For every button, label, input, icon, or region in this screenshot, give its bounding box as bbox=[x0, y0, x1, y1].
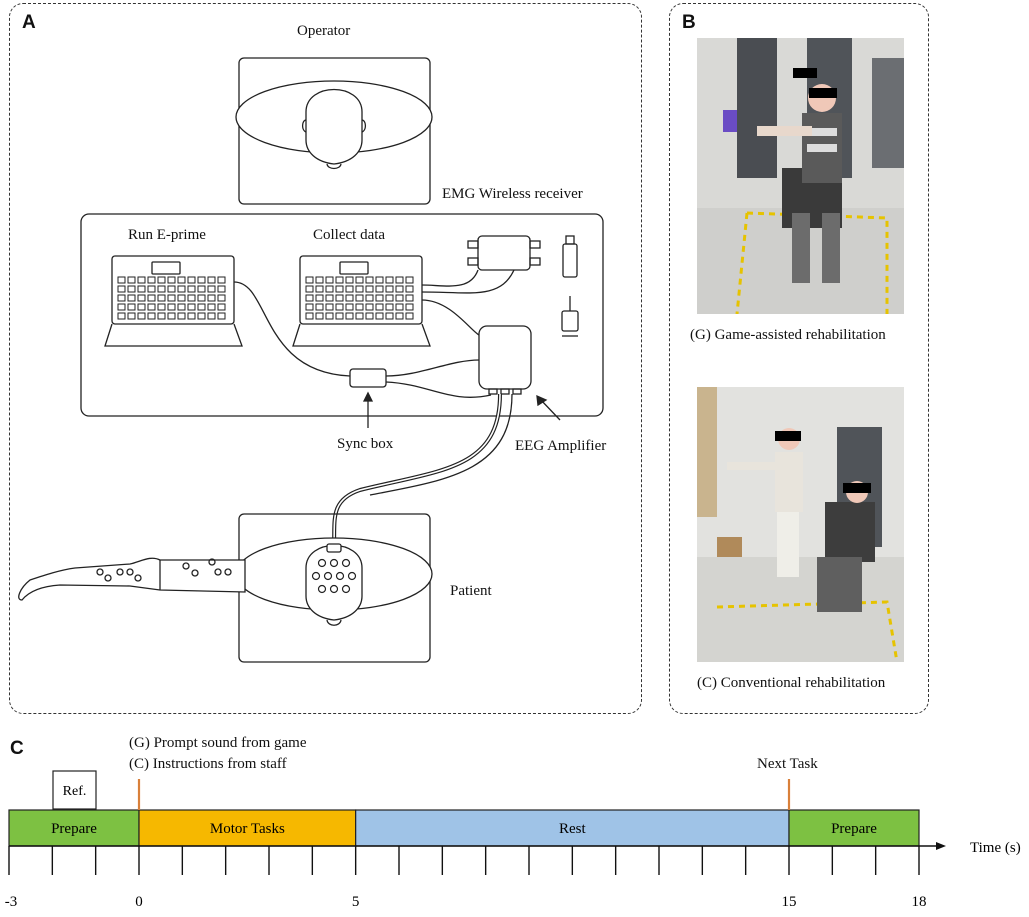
emg-electrodes bbox=[96, 558, 232, 582]
photo-game-assisted bbox=[697, 38, 904, 314]
tick-label: -3 bbox=[5, 894, 18, 910]
caption-conventional: (C) Conventional rehabilitation bbox=[697, 675, 886, 691]
panel-a-frame bbox=[9, 3, 642, 714]
patient-label: Patient bbox=[450, 583, 492, 599]
keyboard-collect-data bbox=[305, 276, 414, 320]
setup-diagram bbox=[18, 57, 604, 663]
tick-label: 15 bbox=[782, 894, 797, 910]
tick-label: 0 bbox=[135, 894, 143, 910]
patient-head bbox=[305, 545, 363, 621]
operator-label: Operator bbox=[297, 23, 351, 39]
panel-b-label: B bbox=[682, 12, 696, 33]
sync-box-label: Sync box bbox=[337, 436, 394, 452]
laptop-collect-data bbox=[292, 255, 431, 347]
emg-receiver bbox=[467, 235, 541, 271]
keyboard-run-eprime bbox=[117, 276, 226, 320]
segment-1 bbox=[138, 809, 357, 847]
segment-label-1: Motor Tasks bbox=[210, 821, 285, 837]
tick-label: 18 bbox=[912, 894, 927, 910]
laptop-run-eprime bbox=[104, 255, 243, 347]
timeline: Ref. Prepare Motor Tasks Rest Prepare -3 0 5 1… bbox=[5, 770, 1021, 910]
sync-box bbox=[349, 368, 387, 388]
collect-data-label: Collect data bbox=[313, 227, 386, 243]
eeg-amplifier-label: EEG Amplifier bbox=[515, 438, 607, 454]
run-eprime-label: Run E-prime bbox=[128, 227, 206, 243]
panel-c-label: C bbox=[10, 738, 24, 759]
axis-label: Time (s) bbox=[970, 840, 1021, 856]
eeg-amplifier bbox=[478, 325, 532, 395]
lab-table bbox=[80, 213, 604, 417]
cue-line-game: (G) Prompt sound from game bbox=[129, 735, 307, 751]
caption-game-assisted: (G) Game-assisted rehabilitation bbox=[690, 327, 886, 343]
next-task-label: Next Task bbox=[757, 756, 818, 772]
segment-label-0: Prepare bbox=[51, 821, 97, 837]
segment-3 bbox=[788, 809, 920, 847]
emg-receiver-label: EMG Wireless receiver bbox=[442, 186, 583, 202]
panel-b-frame bbox=[669, 3, 929, 714]
panel-a-label: A bbox=[22, 12, 36, 33]
operator-head bbox=[305, 89, 363, 165]
syringe-icon bbox=[561, 296, 579, 337]
photo-conventional bbox=[697, 387, 904, 662]
axis-arrow-icon bbox=[936, 842, 946, 850]
eeg-electrodes bbox=[311, 558, 357, 594]
ref-box bbox=[52, 770, 97, 810]
tick-label: 5 bbox=[352, 894, 360, 910]
operator-table bbox=[238, 57, 431, 205]
cue-line-staff: (C) Instructions from staff bbox=[129, 756, 287, 772]
gel-bottle-icon bbox=[562, 235, 578, 278]
segment-label-3: Prepare bbox=[831, 821, 877, 837]
segment-label-2: Rest bbox=[559, 821, 587, 837]
ref-label: Ref. bbox=[63, 784, 87, 799]
